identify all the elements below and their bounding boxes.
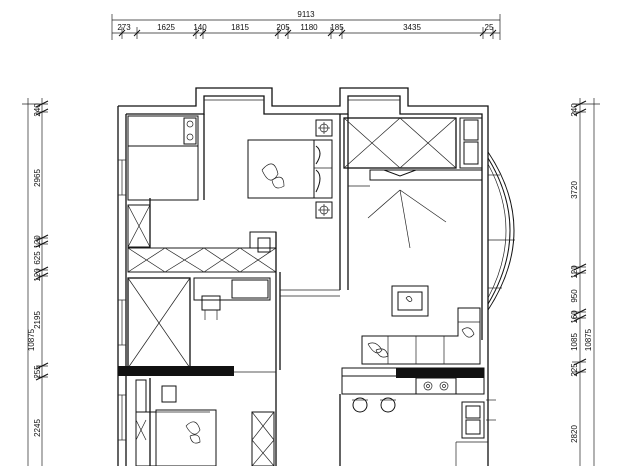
top-left-cabinets <box>127 115 199 248</box>
living-room <box>343 117 483 365</box>
top-seg-1: 273 <box>117 23 131 32</box>
master-bedroom <box>203 114 349 290</box>
left-seg-6: 2195 <box>33 311 42 329</box>
top-dimension-line: 9113 273 1625 140 1815 205 1180 185 3435… <box>111 10 501 40</box>
top-seg-4: 1815 <box>231 23 249 32</box>
right-seg-2: 3720 <box>570 181 579 199</box>
left-dimension-line: 10875 240 2965 120 625 120 2195 255 2245 <box>22 98 49 466</box>
wall-band-right <box>396 368 484 378</box>
top-seg-8: 3435 <box>403 23 421 32</box>
kitchen-counter <box>339 367 496 466</box>
right-seg-4: 950 <box>570 289 579 303</box>
right-seg-1: 240 <box>570 103 579 117</box>
left-seg-7: 255 <box>33 365 42 379</box>
top-seg-7: 185 <box>330 23 344 32</box>
wall-band-left <box>118 366 234 376</box>
right-seg-8: 2820 <box>570 425 579 443</box>
bay-window <box>487 151 515 311</box>
top-total-label: 9113 <box>297 10 315 19</box>
right-seg-7: 225 <box>570 363 579 377</box>
right-dimension-line: 10875 240 3720 120 950 160 1085 225 2820 <box>570 98 600 466</box>
left-seg-5: 120 <box>33 268 42 282</box>
second-bedroom <box>118 277 277 466</box>
left-seg-2: 2965 <box>33 169 42 187</box>
left-seg-3: 120 <box>33 235 42 249</box>
left-seg-4: 625 <box>33 251 42 265</box>
right-seg-5: 160 <box>570 310 579 324</box>
corridor-cabinets <box>127 231 340 370</box>
third-bedroom <box>135 378 275 466</box>
top-seg-6: 1180 <box>300 23 318 32</box>
right-seg-6: 1085 <box>570 333 579 351</box>
right-seg-3: 120 <box>570 265 579 279</box>
left-total-label: 10875 <box>27 328 36 351</box>
outer-walls <box>117 87 489 466</box>
top-seg-2: 1625 <box>157 23 175 32</box>
top-seg-9: 25 <box>485 23 494 32</box>
left-seg-8: 2245 <box>33 419 42 437</box>
left-seg-1: 240 <box>33 103 42 117</box>
top-seg-3: 140 <box>193 23 207 32</box>
right-total-label: 10875 <box>584 328 593 351</box>
top-seg-5: 205 <box>276 23 290 32</box>
